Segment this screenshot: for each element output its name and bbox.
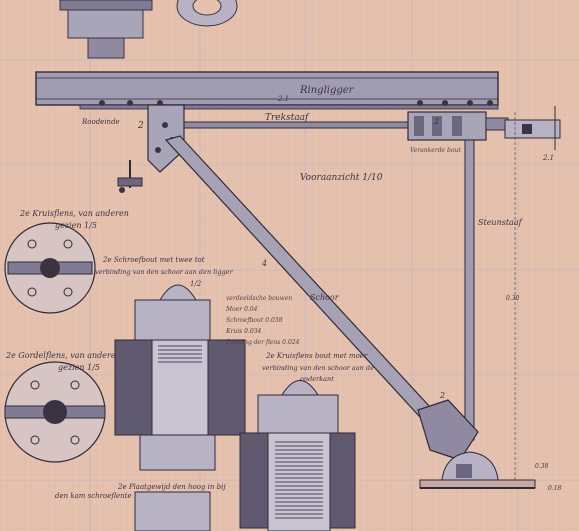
flange-2-scale: gezien 1/5 (58, 363, 100, 372)
kruisflens-sub2: onderkant (300, 375, 334, 383)
steunstaaf-vertical-post (464, 139, 475, 441)
top-bolt-fragment-left (59, 0, 153, 59)
label-steunstaaf: Steunstaaf (478, 218, 524, 227)
svg-text:Kruis 0.034: Kruis 0.034 (225, 328, 261, 335)
schroefbout-scale: 1/2 (190, 280, 202, 288)
ringligger-beam (35, 71, 499, 110)
flange-2-title: 2e Gordelflens, van anderen (5, 351, 121, 360)
kruisflens-title: 2e Kruisflens bout met moer (265, 352, 368, 360)
label-vooraanzicht: Vooraanzicht 1/10 (300, 173, 383, 183)
dim-mark-5: 4 (261, 259, 267, 268)
plaat-title: 2e Plaatgewijd den hoog in bij (117, 483, 226, 491)
dim-side: 0.30 (506, 295, 520, 302)
svg-text:verdeeldsche bouwen: verdeeldsche bouwen (226, 295, 292, 302)
flange-1-title: 2e Kruisflens, van anderen (19, 209, 129, 218)
label-trekstaaf: Trekstaaf (265, 113, 310, 123)
kruisflens-bolt-section (239, 380, 356, 531)
bottom-shoe (417, 399, 536, 489)
bolt-spec-table: verdeeldsche bouwen Moer 0.04 Schroefbou… (225, 295, 300, 346)
label-ringligger: Ringligger (299, 85, 355, 96)
dim-right: 2.1 (542, 154, 554, 162)
label-roodeinde: Roodeinde (81, 118, 120, 126)
flange-view-2 (4, 361, 106, 463)
dim-bottom: 0.38 (535, 463, 549, 470)
dim-main: 2.1 (277, 95, 289, 103)
bolt-section-drawing (114, 284, 246, 531)
dim-lower: 0.18 (548, 485, 562, 492)
label-schoor: Schoor (310, 293, 340, 302)
right-anchor-assembly (407, 106, 561, 150)
dim-mark-1: 2 (137, 121, 144, 131)
label-verankerde-bout: Verankerde bout (410, 147, 461, 154)
svg-text:Schroefbout 0.038: Schroefbout 0.038 (226, 317, 283, 324)
kruisflens-sub: verbinding van den schoor aan de (262, 364, 374, 372)
schroefbout-title: 2e Schroefbout met twee tot (102, 256, 205, 264)
schroefbout-sub: verbinding van den schoor aan den ligger (95, 268, 234, 276)
svg-text:Moer 0.04: Moer 0.04 (225, 306, 258, 313)
small-bracket (117, 160, 143, 193)
dim-mark-4: 2 (439, 391, 445, 400)
flange-1-scale: gezien 1/5 (55, 221, 97, 230)
dim-mark-3: 2 (433, 117, 439, 126)
flange-view-1 (4, 222, 96, 314)
plaat-sub: den kam schroeflente (55, 492, 132, 500)
svg-text:Opening der flens 0.024: Opening der flens 0.024 (226, 339, 300, 346)
